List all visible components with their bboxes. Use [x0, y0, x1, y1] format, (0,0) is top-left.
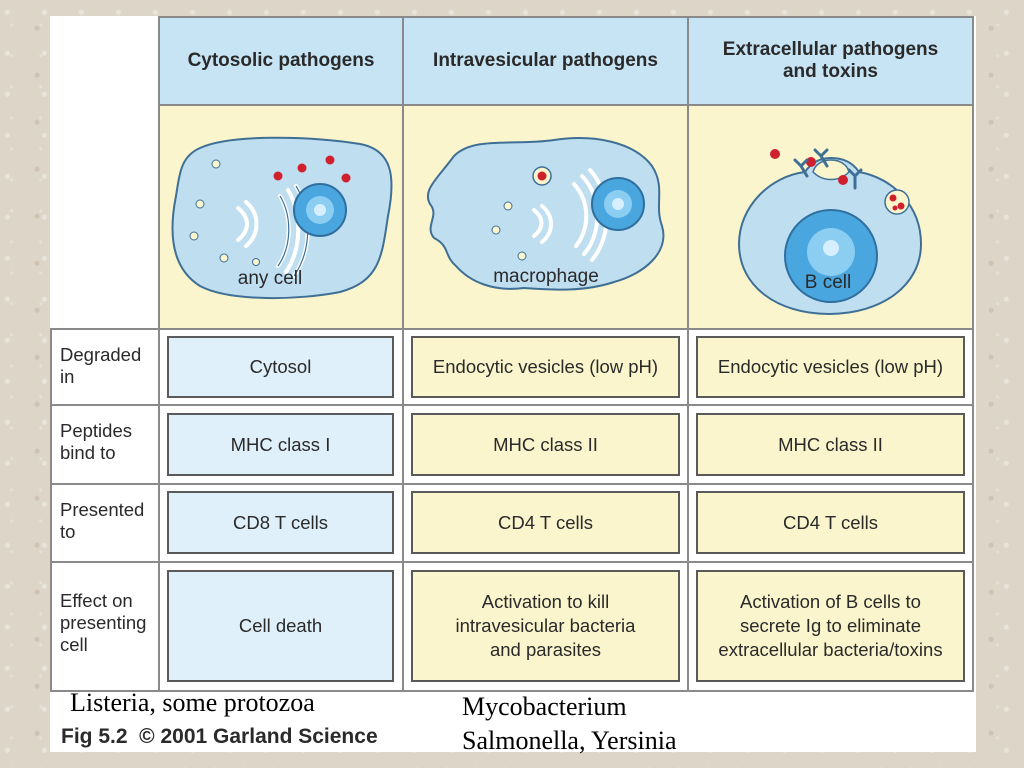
cell-label-b-cell: B cell — [805, 272, 851, 293]
header-text-line: Extracellular pathogens — [722, 39, 939, 60]
row-header-effect-on-presenting-cell: Effect on presenting cell — [52, 590, 158, 656]
nucleus-highlight — [612, 198, 624, 210]
golgi — [532, 204, 553, 244]
antibodies — [793, 148, 863, 190]
row-header-presented-to: Presented to — [52, 499, 158, 543]
value-box-endocytic-vesicles: Endocytic vesicles (low pH) — [696, 336, 965, 398]
illustration-cytosolic: any cell — [160, 106, 402, 328]
value-box-mhc-class-ii: MHC class II — [411, 413, 680, 476]
nucleus-highlight — [314, 204, 326, 216]
figure-caption: Fig 5.2 © 2001 Garland Science — [61, 725, 378, 748]
note-cytosolic-examples: Listeria, some protozoa — [70, 686, 315, 720]
grid-line — [158, 16, 160, 692]
value-text: MHC class I — [230, 433, 331, 455]
value-box-cytosol: Cytosol — [167, 336, 394, 398]
row-header-line: to — [60, 521, 76, 542]
grid-line — [50, 483, 974, 485]
value-text-line: secrete Ig to eliminate — [740, 615, 921, 636]
value-text: CD8 T cells — [233, 511, 328, 533]
value-text: Endocytic vesicles (low pH) — [432, 356, 659, 377]
value-text: Cytosol — [249, 356, 312, 377]
value-text-line: extracellular bacteria/toxins — [718, 639, 943, 660]
row-header-degraded-in: Degraded in — [52, 344, 158, 388]
header-text: Cytosolic pathogens — [187, 50, 375, 71]
illustration-intravesicular: macrophage — [404, 106, 687, 328]
endocytic-vesicle — [884, 189, 910, 215]
row-header-line: cell — [60, 634, 88, 655]
value-box-mhc-class-ii: MHC class II — [696, 413, 965, 476]
header-cytosolic: Cytosolic pathogens — [160, 18, 402, 104]
value-box-endocytic-vesicles: Endocytic vesicles (low pH) — [411, 336, 680, 398]
header-extracellular: Extracellular pathogens and toxins — [689, 18, 972, 104]
row-header-line: Presented — [60, 499, 145, 520]
note-text-line: Mycobacterium — [462, 692, 627, 721]
row-header-line: Effect on — [60, 590, 133, 611]
value-text: CD4 T cells — [783, 511, 878, 533]
row-header-line: Degraded — [60, 344, 142, 365]
figure-panel: Cytosolic pathogens Intravesicular patho… — [50, 16, 976, 752]
golgi — [236, 200, 259, 248]
grid-line — [687, 16, 689, 692]
value-text: CD4 T cells — [498, 511, 593, 533]
cell-label-macrophage: macrophage — [493, 266, 599, 287]
macrophage-illustration: macrophage — [427, 137, 665, 291]
grid-line — [402, 16, 404, 692]
grid-line — [50, 561, 974, 563]
grid-line — [972, 16, 974, 692]
note-intravesicular-examples: Mycobacterium Salmonella, Yersinia — [462, 690, 677, 758]
header-text-line: and toxins — [782, 61, 878, 82]
value-box-cd4-t-cells: CD4 T cells — [411, 491, 680, 554]
illustration-extracellular: B cell — [689, 106, 972, 328]
cell-label-any-cell: any cell — [238, 268, 302, 289]
vesicles — [189, 159, 260, 266]
vesicles — [491, 201, 527, 261]
note-text-line: Salmonella, Yersinia — [462, 726, 677, 755]
row-header-line: Peptides — [60, 420, 132, 441]
grid-line — [50, 328, 52, 692]
row-header-line: in — [60, 366, 75, 387]
b-cell-illustration: B cell — [737, 148, 923, 316]
row-header-line: bind to — [60, 442, 116, 463]
value-text-line: and parasites — [489, 639, 602, 660]
value-box-activation-of-b-cells: Activation of B cells to secrete Ig to e… — [696, 570, 965, 682]
value-box-cell-death: Cell death — [167, 570, 394, 682]
macrophage-membrane — [427, 137, 665, 291]
value-text: MHC class II — [778, 433, 883, 455]
grid-line — [50, 690, 974, 692]
value-text: MHC class II — [493, 433, 598, 455]
grid-line — [50, 328, 974, 330]
extracellular-pathogens — [770, 149, 905, 211]
value-box-cd4-t-cells: CD4 T cells — [696, 491, 965, 554]
cytosolic-pathogens — [273, 155, 351, 183]
any-cell-illustration: any cell — [171, 136, 393, 300]
value-box-activation-to-kill: Activation to kill intravesicular bacter… — [411, 570, 680, 682]
value-text-line: Activation to kill — [481, 591, 610, 612]
nucleus-highlight — [823, 240, 839, 256]
header-text: Intravesicular pathogens — [433, 50, 658, 71]
value-text: Cell death — [238, 615, 323, 636]
note-text: Listeria, some protozoa — [70, 688, 315, 717]
value-text-line: intravesicular bacteria — [455, 615, 636, 636]
value-box-cd8-t-cells: CD8 T cells — [167, 491, 394, 554]
value-text: Endocytic vesicles (low pH) — [717, 356, 944, 377]
grid-line — [158, 104, 974, 106]
intravesicular-pathogen — [537, 171, 547, 181]
grid-line — [158, 16, 974, 18]
grid-line — [50, 404, 974, 406]
value-text-line: Activation of B cells to — [740, 591, 921, 612]
value-box-mhc-class-i: MHC class I — [167, 413, 394, 476]
header-intravesicular: Intravesicular pathogens — [404, 18, 687, 104]
comparison-table: Cytosolic pathogens Intravesicular patho… — [50, 16, 976, 692]
row-header-peptides-bind-to: Peptides bind to — [52, 420, 158, 464]
row-header-line: presenting — [60, 612, 147, 633]
